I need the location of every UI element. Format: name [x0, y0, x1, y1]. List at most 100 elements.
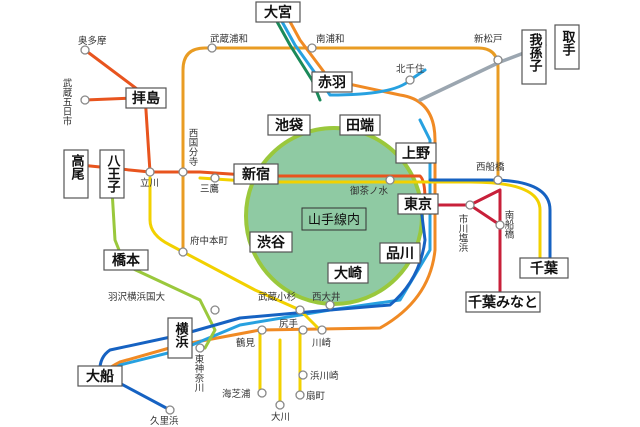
station-dot-fuchu-hommachi[interactable]	[178, 247, 188, 257]
station-dot-okawa[interactable]	[275, 400, 285, 410]
label-chiba: 千葉	[530, 260, 559, 277]
label-kurihama: 久里浜	[150, 415, 179, 427]
label-hazawa: 羽沢横浜国大	[108, 291, 166, 303]
box-akabane[interactable]	[311, 71, 353, 93]
box-ofuna[interactable]	[77, 365, 123, 387]
station-dot-tsurumi[interactable]	[257, 325, 267, 335]
station-dot-nishi-oi[interactable]	[325, 300, 335, 310]
label-minami-funabashi: 南船橋	[503, 209, 515, 239]
station-dot-minami-funabashi[interactable]	[495, 220, 505, 230]
station-dot-mitaka[interactable]	[210, 173, 220, 183]
station-dot-nishi-kokubunji[interactable]	[178, 167, 188, 177]
station-dot-higashi-kanagawa[interactable]	[195, 343, 205, 353]
station-dot-shiriteh[interactable]	[298, 325, 308, 335]
station-dot-hazawa[interactable]	[210, 305, 220, 315]
box-ueno[interactable]	[395, 142, 437, 164]
station-dot-umi-shibaura[interactable]	[257, 388, 267, 398]
label-tokyo: 東京	[404, 196, 432, 213]
label-umi-shibaura: 海芝浦	[222, 388, 251, 400]
box-chiba-minato[interactable]	[465, 291, 541, 313]
label-shinjuku: 新宿	[242, 166, 270, 183]
label-fuchu-hommachi: 府中本町	[190, 235, 229, 247]
label-omiya: 大宮	[264, 4, 292, 21]
station-dot-minami-urawa[interactable]	[307, 43, 317, 53]
label-hachioji: 八王子	[105, 154, 122, 194]
station-dot-ogimachi[interactable]	[295, 390, 305, 400]
label-kawasaki: 川崎	[312, 337, 332, 349]
box-shibuya[interactable]	[249, 231, 293, 253]
label-higashi-kanagawa: 東神奈川	[193, 353, 205, 392]
label-ogimachi: 扇町	[306, 390, 326, 402]
station-dot-ichikawa-shiohama[interactable]	[465, 200, 475, 210]
nambu-line	[148, 176, 322, 332]
label-ofuna: 大船	[86, 368, 114, 385]
box-shinagawa[interactable]	[379, 242, 421, 264]
label-musashi-kosugi: 武蔵小杉	[258, 291, 297, 303]
label-musashi-urawa: 武蔵浦和	[210, 33, 248, 45]
center-label: 山手線内	[308, 212, 360, 228]
label-chiba-minato: 千葉みなと	[468, 294, 538, 311]
box-abiko[interactable]	[521, 29, 547, 85]
label-okutama: 奥多摩	[78, 35, 107, 47]
label-mitaka: 三鷹	[200, 183, 220, 195]
station-dot-kawasaki[interactable]	[317, 325, 327, 335]
label-tachikawa: 立川	[140, 177, 159, 189]
label-ichikawa-shiohama: 市川塩浜	[457, 213, 469, 253]
label-haijima: 拝島	[132, 90, 160, 107]
box-yokohama[interactable]	[167, 317, 193, 359]
box-omiya[interactable]	[255, 1, 301, 23]
station-dot-kurihama[interactable]	[165, 405, 175, 415]
label-hama-kawasaki: 浜川崎	[310, 370, 339, 382]
box-tabata[interactable]	[339, 114, 381, 136]
label-ochanomizu: 御茶ノ水	[350, 185, 389, 197]
center-label-box	[301, 207, 367, 231]
label-takao: 高尾	[69, 153, 85, 181]
label-shinagawa: 品川	[386, 246, 414, 262]
label-minami-urawa: 南浦和	[316, 33, 345, 45]
label-okawa: 大川	[271, 411, 290, 423]
station-dot-musashi-itsukaichi[interactable]	[80, 95, 90, 105]
label-shiriteh: 尻手	[279, 318, 299, 330]
station-dot-shin-matsudo[interactable]	[493, 55, 503, 65]
box-haijima[interactable]	[125, 87, 167, 109]
box-hachioji[interactable]	[99, 149, 125, 199]
station-dot-hama-kawasaki[interactable]	[298, 370, 308, 380]
label-shin-matsudo: 新松戸	[474, 33, 503, 45]
label-ikebukuro: 池袋	[275, 117, 304, 134]
label-abiko: 我孫子	[527, 32, 543, 73]
box-shinjuku[interactable]	[233, 163, 279, 185]
label-akabane: 赤羽	[318, 75, 346, 91]
tsurumi-line	[258, 328, 302, 407]
station-dot-kita-senju[interactable]	[405, 75, 415, 85]
station-dot-musashi-kosugi[interactable]	[295, 305, 305, 315]
station-dot-tachikawa[interactable]	[145, 167, 155, 177]
label-yokohama: 横浜	[173, 321, 189, 349]
label-tsurumi: 鶴見	[236, 337, 256, 349]
label-nishi-funabashi: 西船橋	[476, 161, 505, 173]
box-chiba[interactable]	[519, 257, 569, 279]
label-tabata: 田端	[346, 117, 374, 134]
label-osaki: 大崎	[334, 265, 362, 282]
yokohama-line	[110, 188, 217, 350]
box-takao[interactable]	[63, 149, 89, 199]
box-ikebukuro[interactable]	[267, 114, 311, 136]
label-toride: 取手	[560, 30, 576, 57]
label-nishi-kokubunji: 西国分寺	[187, 128, 199, 166]
station-dot-ochanomizu[interactable]	[385, 175, 395, 185]
box-hashimoto[interactable]	[103, 249, 149, 271]
label-ueno: 上野	[402, 146, 430, 162]
sobu-line	[198, 176, 542, 264]
label-musashi-itsukaichi: 武蔵五日市	[61, 77, 73, 126]
box-tokyo[interactable]	[397, 193, 439, 215]
label-shibuya: 渋谷	[257, 234, 286, 251]
label-kita-senju: 北千住	[396, 63, 425, 75]
label-hashimoto: 橋本	[112, 252, 141, 269]
label-nishi-oi: 西大井	[312, 291, 341, 303]
station-dot-okutama[interactable]	[80, 45, 90, 55]
station-dot-nishi-funabashi[interactable]	[493, 175, 503, 185]
box-toride[interactable]	[554, 24, 580, 70]
box-osaki[interactable]	[327, 262, 369, 284]
station-dot-musashi-urawa[interactable]	[207, 43, 217, 53]
